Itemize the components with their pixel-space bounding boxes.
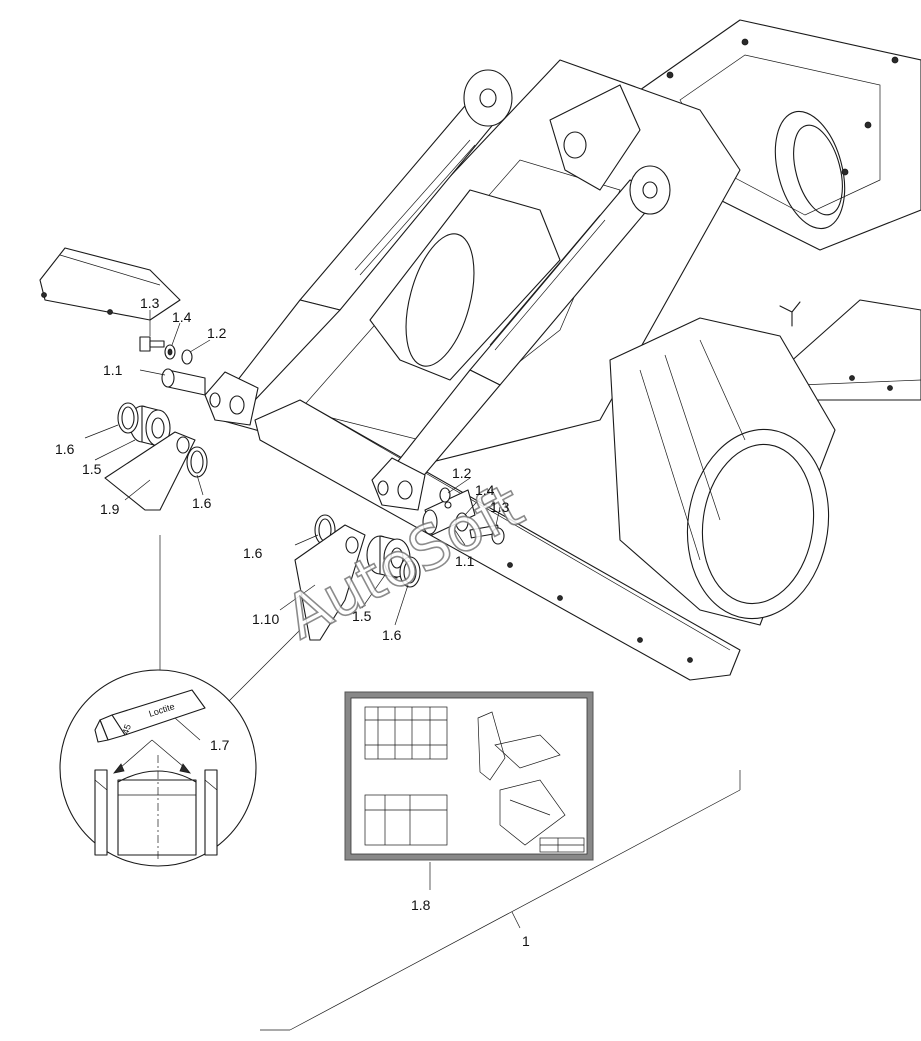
callout-1-9: 1.9 — [100, 501, 120, 517]
tube-code: 45 — [120, 723, 133, 736]
callout-1-2-upper: 1.2 — [207, 325, 227, 341]
nut-1-2-lower — [439, 487, 451, 503]
washer-1-4-upper — [164, 344, 176, 360]
callout-1-6-lower-right: 1.6 — [382, 627, 402, 643]
pin-1-1-lower — [422, 489, 476, 536]
callout-1-1-upper: 1.1 — [103, 362, 123, 378]
hydraulic-cylinder-upper — [229, 69, 513, 401]
callout-1-2-lower: 1.2 — [452, 465, 472, 481]
assembly-leader-lines — [84, 310, 741, 1031]
callout-1-3-upper: 1.3 — [140, 295, 160, 311]
callout-1-7: 1.7 — [210, 737, 230, 753]
callout-1-3-lower: 1.3 — [490, 499, 510, 515]
clevis-lower — [371, 457, 426, 511]
callout-1: 1 — [522, 933, 530, 949]
callout-1-1-lower: 1.1 — [455, 553, 475, 569]
ring-1-6-lower-right — [399, 556, 421, 588]
callout-1-4-lower: 1.4 — [475, 482, 495, 498]
callout-1-10: 1.10 — [252, 611, 279, 627]
hydraulic-cylinder-lower — [394, 165, 671, 481]
clevis-upper — [204, 371, 259, 426]
main-frame — [39, 19, 921, 681]
detail-circle: Loctite 45 — [59, 535, 301, 867]
ring-1-6-upper-right — [186, 446, 208, 478]
callout-1-6-lower-left: 1.6 — [243, 545, 263, 561]
bolt-1-3-upper — [139, 336, 165, 352]
nut-1-2-upper — [181, 349, 193, 365]
callout-1-6-upper-left: 1.6 — [55, 441, 75, 457]
bolt-1-3-lower — [469, 524, 505, 545]
callout-1-4-upper: 1.4 — [172, 309, 192, 325]
washer-1-4-lower — [455, 512, 469, 532]
pin-1-1-upper — [161, 368, 206, 396]
callout-1-5-upper: 1.5 — [82, 461, 102, 477]
ring-1-6-upper-left — [117, 402, 139, 434]
callout-1-6-upper-right: 1.6 — [192, 495, 212, 511]
bracket-1-10 — [294, 524, 366, 641]
bracket-1-9 — [104, 431, 196, 511]
callout-1-5-lower: 1.5 — [352, 608, 372, 624]
callout-labels: 1.3 1.4 1.2 1.1 1.6 1.5 1.9 1.6 1.2 1.4 … — [55, 295, 530, 949]
callout-1-8: 1.8 — [411, 897, 431, 913]
drawing-sheet-thumbnail — [344, 691, 594, 861]
